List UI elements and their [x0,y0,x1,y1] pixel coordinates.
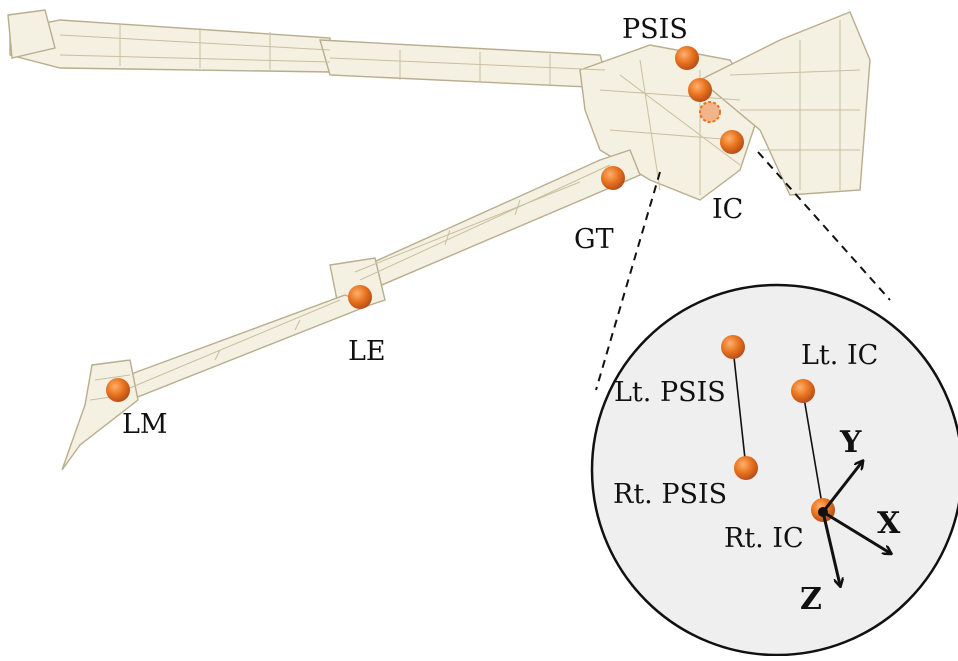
marker-psis-3 [700,102,720,122]
inset-marker-lt-psis [721,335,745,359]
axis-label-x: X [877,506,901,541]
inset-circle [592,285,958,655]
marker-le [348,285,372,309]
marker-psis-1 [675,46,699,70]
label-gt: GT [574,224,614,255]
label-lm: LM [122,409,168,440]
marker-ic [720,130,744,154]
inset-pelvis-detail: Lt. PSIS Rt. PSIS Lt. IC Rt. IC Y X Z [592,285,958,655]
inset-label-lt-psis: Lt. PSIS [614,377,726,408]
upper-arm-bone [10,20,330,72]
marker-gt [601,166,625,190]
axis-label-z: Z [800,582,822,617]
marker-psis-2 [688,78,712,102]
axis-label-y: Y [839,425,862,460]
inset-label-lt-ic: Lt. IC [801,340,878,371]
marker-lm [106,378,130,402]
axis-origin [818,507,828,517]
inset-marker-lt-ic [791,379,815,403]
femur-bone [345,150,640,290]
inset-marker-rt-psis [734,456,758,480]
inset-label-rt-psis: Rt. PSIS [613,479,727,510]
label-le: LE [348,336,386,367]
tibia-bone [115,295,370,400]
label-ic: IC [712,194,743,225]
inset-label-rt-ic: Rt. IC [724,523,804,554]
label-psis: PSIS [622,14,688,45]
